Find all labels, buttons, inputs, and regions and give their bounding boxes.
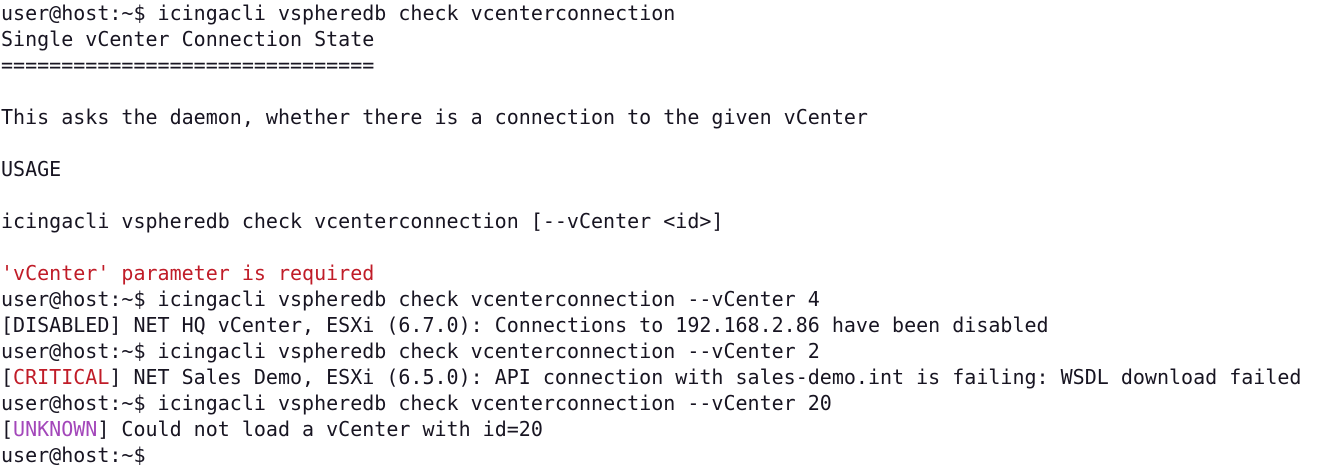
bracket-close: ]	[109, 365, 122, 389]
check-message: NET Sales Demo, ESXi (6.5.0): API connec…	[121, 365, 1302, 389]
active-prompt-line[interactable]: user@host:~$	[1, 442, 1319, 468]
help-title-underline: ===============================	[1, 53, 375, 77]
status-unknown: UNKNOWN	[13, 417, 98, 441]
check-message: Could not load a vCenter with id=20	[109, 417, 543, 441]
shell-prompt: user@host:~$	[1, 443, 146, 467]
bracket-close: ]	[97, 417, 110, 441]
usage-syntax: icingacli vspheredb check vcenterconnect…	[1, 209, 724, 233]
check-output-unknown: [UNKNOWN] Could not load a vCenter with …	[1, 416, 1319, 442]
check-output-disabled: [DISABLED] NET HQ vCenter, ESXi (6.7.0):…	[1, 312, 1319, 338]
status-disabled: DISABLED	[13, 313, 110, 337]
blank-line	[1, 182, 1319, 208]
error-message: 'vCenter' parameter is required	[1, 261, 375, 285]
command-line: user@host:~$ icingacli vspheredb check v…	[1, 390, 1319, 416]
status-critical: CRITICAL	[13, 365, 110, 389]
command-line: user@host:~$ icingacli vspheredb check v…	[1, 0, 1319, 26]
command-line: user@host:~$ icingacli vspheredb check v…	[1, 338, 1319, 364]
help-description: This asks the daemon, whether there is a…	[1, 105, 868, 129]
blank-line	[1, 234, 1319, 260]
blank-line	[1, 130, 1319, 156]
blank-line	[1, 78, 1319, 104]
command-text: icingacli vspheredb check vcenterconnect…	[157, 287, 820, 311]
command-text: icingacli vspheredb check vcenterconnect…	[157, 391, 832, 415]
shell-prompt: user@host:~$	[1, 1, 158, 25]
shell-prompt: user@host:~$	[1, 287, 158, 311]
bracket-open: [	[1, 313, 14, 337]
command-text: icingacli vspheredb check vcenterconnect…	[157, 339, 820, 363]
shell-prompt: user@host:~$	[1, 339, 158, 363]
command-line: user@host:~$ icingacli vspheredb check v…	[1, 286, 1319, 312]
check-message: NET HQ vCenter, ESXi (6.7.0): Connection…	[121, 313, 1049, 337]
check-output-critical: [CRITICAL] NET Sales Demo, ESXi (6.5.0):…	[1, 364, 1319, 390]
usage-heading: USAGE	[1, 157, 62, 181]
bracket-open: [	[1, 365, 14, 389]
bracket-open: [	[1, 417, 14, 441]
bracket-close: ]	[109, 313, 122, 337]
help-title: Single vCenter Connection State	[1, 27, 375, 51]
shell-prompt: user@host:~$	[1, 391, 158, 415]
command-text: icingacli vspheredb check vcenterconnect…	[157, 1, 676, 25]
